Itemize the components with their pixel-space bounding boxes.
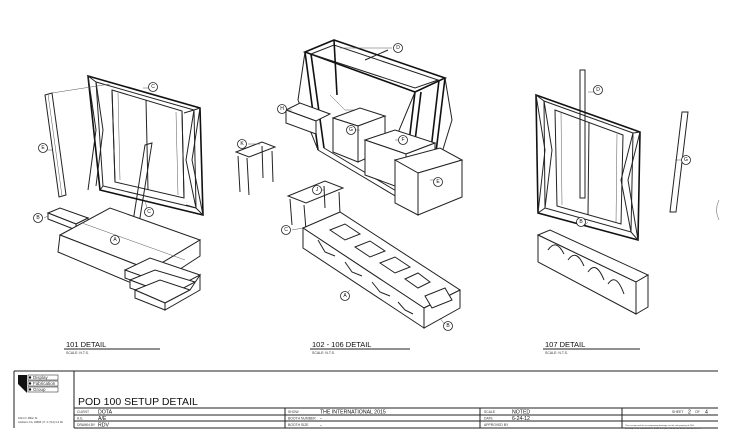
callout-102-d: D	[393, 43, 403, 53]
callout-102-e: E	[433, 177, 443, 187]
svg-text:APPROVED BY: APPROVED BY	[484, 423, 509, 427]
detail-title-102: 102 - 106 DETAIL SCALE: N.T.S.	[310, 340, 410, 355]
svg-text:Fabrication: Fabrication	[33, 381, 56, 386]
callout-102-c: C	[281, 225, 291, 235]
callout-101-c-low: C	[144, 207, 154, 217]
svg-text:Display: Display	[33, 375, 49, 380]
booth-size-value: -	[320, 423, 322, 429]
disclaimer: This concept and the accompanying drawin…	[625, 424, 694, 427]
svg-text:C: C	[151, 84, 155, 90]
svg-text:B: B	[446, 323, 450, 329]
show-value: THE INTERNATIONAL 2015	[320, 410, 386, 416]
svg-text:E: E	[436, 179, 440, 185]
svg-text:SCALE: N.T.S.: SCALE: N.T.S.	[66, 351, 89, 355]
sheet-number: SHEET 2 OF 4	[672, 410, 708, 416]
svg-text:SCALE: N.T.S.: SCALE: N.T.S.	[312, 351, 335, 355]
detail-102-callouts: D H K G F J E C A B	[237, 43, 453, 331]
sheet-title: POD 100 SETUP DETAIL	[78, 396, 198, 408]
svg-text:B: B	[36, 215, 40, 221]
svg-text:OF: OF	[695, 410, 700, 414]
detail-title-107: 107 DETAIL SCALE: N.T.S.	[543, 340, 640, 355]
counter-e	[393, 147, 464, 216]
svg-text:and may not be reproduced, in: and may not be reproduced, in whole or i…	[625, 427, 701, 430]
detail-101-callouts: C E B A C	[33, 82, 158, 245]
svg-text:A: A	[113, 237, 117, 243]
platform-101	[57, 207, 202, 311]
svg-text:J: J	[316, 187, 319, 193]
svg-text:F: F	[401, 137, 404, 143]
callout-102-a: A	[340, 291, 350, 301]
svg-text:4: 4	[705, 410, 708, 416]
svg-text:SHEET: SHEET	[672, 410, 683, 414]
floor-base-102	[301, 211, 462, 329]
svg-text:D: D	[596, 87, 600, 93]
svg-text:1021 N. Miller St.: 1021 N. Miller St.	[18, 416, 38, 420]
svg-text:SHOW: SHOW	[288, 410, 299, 414]
svg-text:CLIENT: CLIENT	[77, 410, 89, 414]
callout-107-b: B	[576, 217, 586, 227]
svg-text:102 - 106 DETAIL: 102 - 106 DETAIL	[312, 340, 371, 349]
page-edge-marker	[716, 199, 720, 221]
svg-text:DATE: DATE	[484, 417, 494, 421]
svg-text:B: B	[579, 219, 583, 225]
svg-text:H: H	[280, 106, 284, 112]
svg-text:A.E.: A.E.	[77, 417, 83, 421]
svg-text:SCALE: N.T.S.: SCALE: N.T.S.	[545, 351, 568, 355]
client-value: DOTA	[98, 410, 113, 416]
svg-text:K: K	[240, 141, 244, 147]
svg-text:SCALE: SCALE	[484, 410, 496, 414]
scale-value: NOTED	[512, 410, 530, 416]
booth-number-value: -	[320, 416, 322, 422]
callout-102-k: K	[237, 139, 247, 149]
detail-107-drawing	[535, 69, 689, 315]
callout-102-j: J	[312, 185, 322, 195]
callout-102-h: H	[277, 104, 287, 114]
date-value: 6-24-12	[512, 416, 530, 422]
ae-value: A/E	[98, 416, 107, 422]
svg-text:Group: Group	[33, 387, 46, 392]
svg-text:107 DETAIL: 107 DETAIL	[545, 340, 585, 349]
drawn-by-value: RDV	[98, 423, 109, 429]
detail-102-drawing	[234, 39, 464, 329]
svg-text:G: G	[684, 157, 688, 163]
svg-text:DRAWN BY: DRAWN BY	[77, 423, 96, 427]
callout-102-f: F	[398, 135, 408, 145]
wall-frame-107	[535, 93, 641, 242]
callout-101-a: A	[110, 235, 120, 245]
callout-101-e: E	[38, 143, 48, 153]
post-107-right	[669, 111, 689, 213]
wall-frame-101	[87, 74, 204, 217]
svg-text:BOOTH SIZE: BOOTH SIZE	[288, 423, 309, 427]
callout-102-b: B	[443, 321, 453, 331]
callout-102-g: G	[346, 125, 356, 135]
post-107-back	[579, 69, 586, 199]
floor-base-107	[536, 229, 650, 315]
svg-text:BOOTH NUMBER: BOOTH NUMBER	[288, 417, 316, 421]
title-block: Display Fabrication Group 1021 N. Miller…	[13, 370, 718, 430]
svg-text:2: 2	[688, 410, 691, 416]
svg-text:A: A	[343, 293, 347, 299]
detail-title-101: 101 DETAIL SCALE: N.T.S.	[64, 340, 160, 355]
callout-107-g: G	[681, 155, 691, 165]
svg-text:C: C	[147, 209, 151, 215]
svg-text:G: G	[349, 127, 353, 133]
post-left	[44, 92, 67, 198]
callout-107-d: D	[593, 85, 603, 95]
svg-text:C: C	[284, 227, 288, 233]
svg-text:E: E	[41, 145, 45, 151]
detail-101-drawing	[43, 74, 204, 311]
svg-text:101 DETAIL: 101 DETAIL	[66, 340, 106, 349]
callout-101-c-top: C	[148, 82, 158, 92]
detail-107-callouts: D G B	[576, 85, 691, 227]
callout-101-b: B	[33, 213, 43, 223]
company-logo: Display Fabrication Group 1021 N. Miller…	[18, 374, 63, 424]
panel-h	[284, 102, 332, 135]
svg-text:D: D	[396, 45, 400, 51]
table-k	[234, 141, 277, 196]
svg-text:Anaheim CA, 92806 | P: 4 (714): Anaheim CA, 92806 | P: 4 (714) 0-2 00	[18, 420, 63, 424]
